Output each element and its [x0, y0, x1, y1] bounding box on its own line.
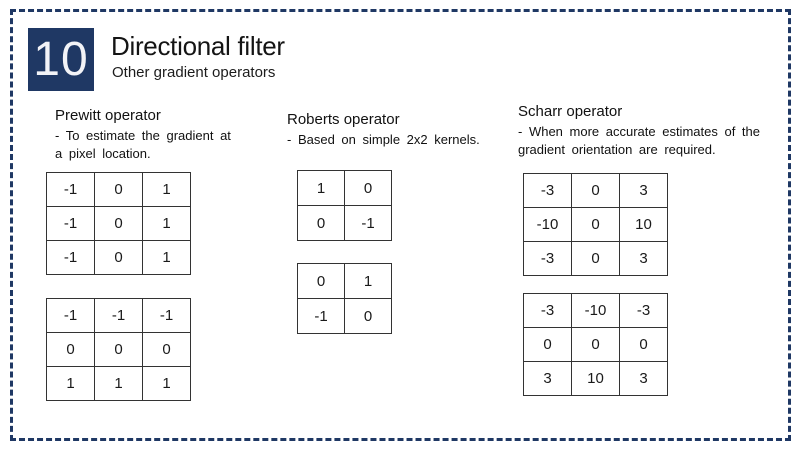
kernel-cell: 1 [297, 170, 345, 206]
kernel-cell: 0 [142, 332, 191, 367]
kernel-cell: -1 [46, 172, 95, 207]
page-subtitle: Other gradient operators [112, 64, 276, 81]
kernel-row: -1-1-1 [46, 298, 191, 333]
kernel-cell: 3 [523, 361, 572, 396]
kernel-cell: 1 [344, 263, 392, 299]
kernel-cell: -3 [619, 293, 668, 328]
prewitt-description-line: - To estimate the gradient at [55, 128, 231, 143]
kernel-cell: 0 [344, 298, 392, 334]
roberts-section-header: Roberts operator - Based on simple 2x2 k… [287, 111, 480, 149]
kernel-cell: 3 [619, 361, 668, 396]
kernel-cell: 0 [571, 241, 620, 276]
scharr-description-line: gradient orientation are required. [518, 141, 716, 157]
kernel-cell: -1 [344, 205, 392, 241]
roberts-title: Roberts operator [287, 111, 400, 128]
kernel-cell: -1 [46, 206, 95, 241]
kernel-cell: 1 [142, 206, 191, 241]
kernel-cell: 1 [46, 366, 95, 401]
slide-number-box: 10 [28, 28, 94, 91]
kernel-cell: 0 [297, 263, 345, 299]
kernel-cell: -3 [523, 293, 572, 328]
kernel-cell: -3 [523, 173, 572, 208]
kernel-cell: -1 [46, 240, 95, 275]
kernel-cell: 0 [571, 173, 620, 208]
kernel-row: -3-10-3 [523, 293, 668, 328]
kernel-cell: 0 [46, 332, 95, 367]
kernel-cell: -1 [297, 298, 345, 334]
kernel-cell: 10 [619, 207, 668, 242]
roberts-description-line: - Based on simple 2x2 kernels. [287, 132, 480, 147]
kernel-cell: -10 [523, 207, 572, 242]
kernel-cell: -10 [571, 293, 620, 328]
scharr-section-header: Scharr operator - When more accurate est… [518, 103, 760, 158]
kernel-cell: 0 [523, 327, 572, 362]
prewitt-title: Prewitt operator [55, 107, 161, 124]
kernel-cell: 0 [94, 240, 143, 275]
kernel-cell: -1 [142, 298, 191, 333]
scharr-description-line: - When more accurate estimates of the [518, 124, 760, 139]
kernel-cell: 0 [94, 206, 143, 241]
kernel-cell: 0 [344, 170, 392, 206]
kernel-cell: -3 [523, 241, 572, 276]
prewitt-section-header: Prewitt operator - To estimate the gradi… [55, 107, 231, 162]
kernel-cell: -1 [46, 298, 95, 333]
kernel-row: 0-1 [297, 205, 392, 241]
kernel-cell: 1 [142, 240, 191, 275]
kernel-cell: 0 [571, 207, 620, 242]
kernel-cell: 0 [571, 327, 620, 362]
kernel-cell: 0 [619, 327, 668, 362]
kernel-cell: 1 [142, 366, 191, 401]
kernel-cell: 3 [619, 173, 668, 208]
kernel-cell: 0 [94, 172, 143, 207]
kernel-cell: 0 [297, 205, 345, 241]
kernel-cell: 0 [94, 332, 143, 367]
page-title: Directional filter [111, 31, 285, 61]
kernel-cell: 1 [94, 366, 143, 401]
scharr-title: Scharr operator [518, 103, 623, 120]
kernel-cell: -1 [94, 298, 143, 333]
prewitt-description-line: a pixel location. [55, 145, 151, 161]
kernel-cell: 3 [619, 241, 668, 276]
kernel-cell: 10 [571, 361, 620, 396]
kernel-cell: 1 [142, 172, 191, 207]
slide-number: 10 [33, 32, 89, 86]
